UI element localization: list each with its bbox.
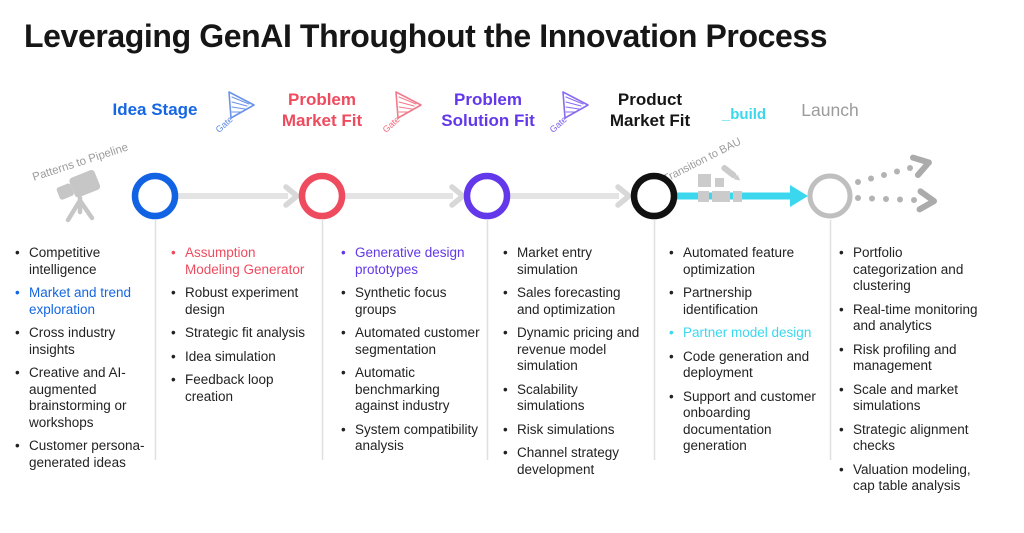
telescope-icon [56, 169, 101, 223]
list-item: Cross industry insights [14, 325, 154, 358]
list-item: Channel strategy development [502, 445, 645, 478]
timeline-graphic [56, 154, 937, 460]
list-item: Feedback loop creation [170, 372, 312, 405]
list-item: Market entry simulation [502, 245, 645, 278]
list-item: Creative and AI-augmented brainstorming … [14, 365, 154, 431]
column-problem-solution-fit: Generative design prototypes Synthetic f… [340, 245, 480, 462]
page-title: Leveraging GenAI Throughout the Innovati… [24, 18, 828, 54]
build-arrow [677, 185, 808, 207]
build-blocks-icon [698, 165, 742, 202]
stage-label-launch: Launch [801, 100, 859, 120]
list-item: Portfolio categorization and clustering [838, 245, 988, 295]
node-problem-market-fit [298, 172, 346, 220]
column-idea-stage: Competitive intelligence Market and tren… [14, 245, 154, 478]
column-problem-market-fit: Assumption Modeling Generator Robust exp… [170, 245, 312, 412]
gate-funnel-icon [228, 91, 255, 119]
gate-label: Gate [380, 114, 402, 135]
list-item: Generative design prototypes [340, 245, 480, 278]
list-item: Automatic benchmarking against industry [340, 365, 480, 415]
launch-dotted-arrows [855, 154, 937, 213]
list-item: Market and trend exploration [14, 285, 154, 318]
stage-label-idea-stage: Idea Stage [112, 100, 198, 119]
list-item: Partner model design [668, 325, 816, 342]
column-launch: Portfolio categorization and clustering … [838, 245, 988, 502]
stage-label-product-market-fit: Product Market Fit [609, 90, 691, 130]
list-item: Real-time monitoring and analytics [838, 302, 988, 335]
list-item: Strategic alignment checks [838, 422, 988, 455]
node-idea-stage [131, 172, 179, 220]
column-dividers [154, 220, 832, 460]
list-item: Support and customer onboarding document… [668, 389, 816, 455]
gate-icon-3: Gate [547, 88, 597, 140]
gate-funnel-icon [562, 91, 589, 119]
stage-label-build: _build [721, 106, 767, 123]
gate-icon-2: Gate [380, 88, 430, 140]
list-item: Synthetic focus groups [340, 285, 480, 318]
node-product-market-fit [630, 172, 678, 220]
list-item: Valuation modeling, cap table analysis [838, 462, 988, 495]
list-item: Automated customer segmentation [340, 325, 480, 358]
list-item: Scale and market simulations [838, 382, 988, 415]
list-item: Automated feature optimization [668, 245, 816, 278]
stage-label-problem-solution-fit: Problem Solution Fit [441, 90, 535, 130]
list-item: Assumption Modeling Generator [170, 245, 312, 278]
node-launch [807, 173, 853, 219]
list-item: Robust experiment design [170, 285, 312, 318]
list-item: Customer persona-generated ideas [14, 438, 154, 471]
node-problem-solution-fit [463, 172, 511, 220]
list-item: Partnership identification [668, 285, 816, 318]
stage-label-problem-market-fit: Problem Market Fit [281, 90, 363, 130]
timeline-nodes [131, 172, 853, 220]
gate-label: Gate [547, 114, 569, 135]
list-item: Risk simulations [502, 422, 645, 439]
pen-icon [721, 165, 741, 181]
list-item: Strategic fit analysis [170, 325, 312, 342]
list-item: Idea simulation [170, 349, 312, 366]
list-item: System compatibility analysis [340, 422, 480, 455]
list-item: Dynamic pricing and revenue model simula… [502, 325, 645, 375]
column-build: Automated feature optimization Partnersh… [668, 245, 816, 462]
list-item: Scalability simulations [502, 382, 645, 415]
list-item: Competitive intelligence [14, 245, 154, 278]
list-item: Code generation and deployment [668, 349, 816, 382]
gate-icon-1: Gate [213, 88, 263, 140]
gate-label: Gate [213, 114, 235, 135]
column-product-market-fit: Market entry simulation Sales forecastin… [502, 245, 645, 485]
gate-funnel-icon [395, 91, 422, 119]
list-item: Risk profiling and management [838, 342, 988, 375]
list-item: Sales forecasting and optimization [502, 285, 645, 318]
